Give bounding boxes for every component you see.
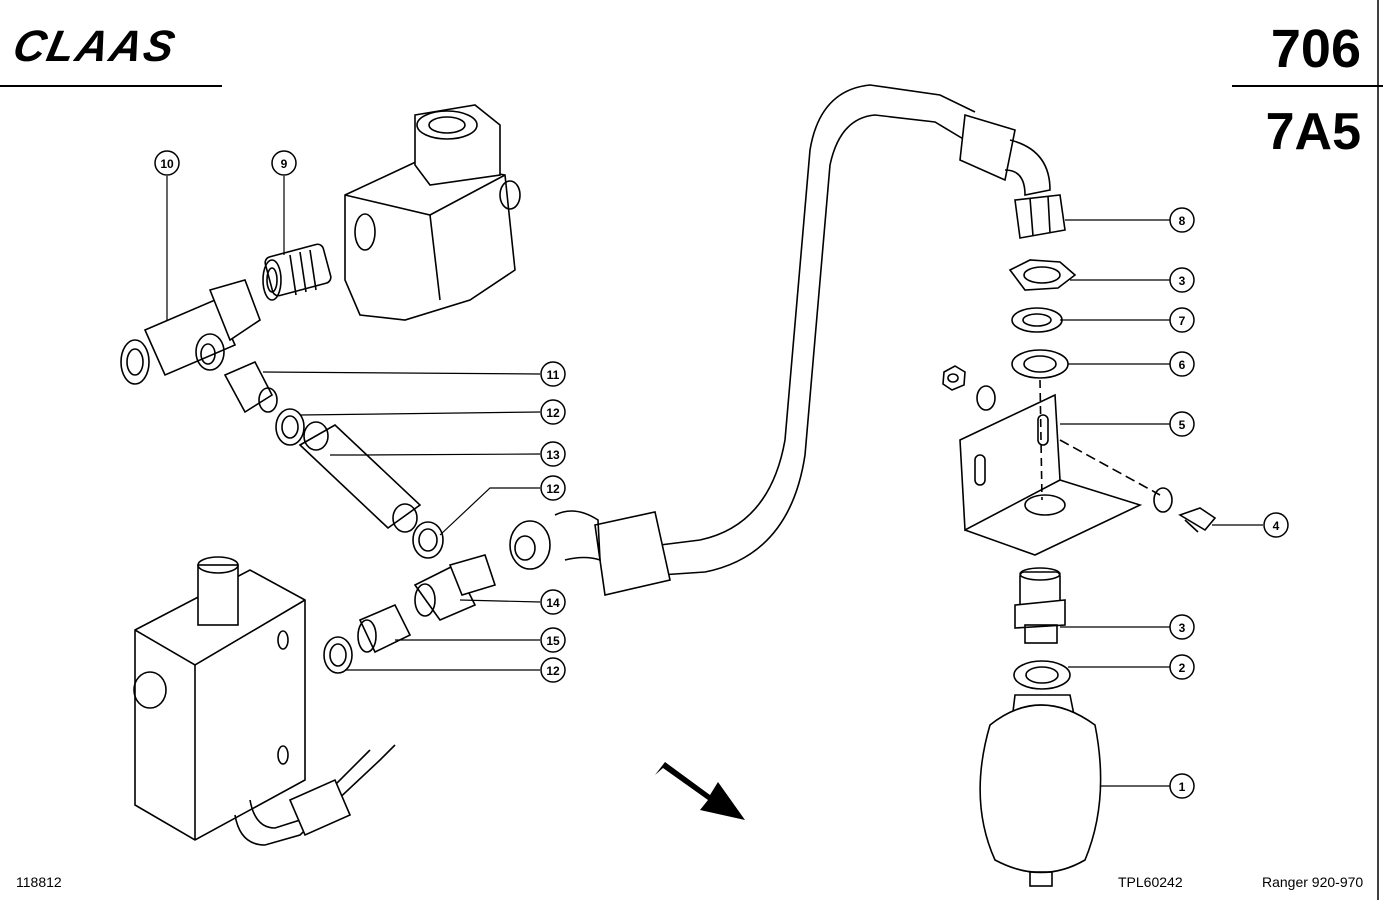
callout-13[interactable]: 13 (540, 441, 566, 467)
callout-label: 13 (546, 448, 560, 462)
fitting-8 (1014, 194, 1066, 239)
callout-label: 15 (546, 634, 560, 648)
brand-logo: CLAAS (8, 22, 181, 71)
callout-label: 12 (546, 482, 560, 496)
direction-arrow-icon (655, 762, 745, 820)
callout-7[interactable]: 7 (1169, 307, 1195, 333)
model-name: Ranger 920-970 (1262, 874, 1364, 890)
bolt-4 (1178, 507, 1217, 533)
callout-label: 6 (1179, 358, 1186, 372)
nipple-9 (262, 243, 332, 301)
nut-3a (1008, 259, 1077, 291)
washer-12b (412, 521, 444, 559)
callout-3a[interactable]: 3 (1169, 267, 1195, 293)
callout-5[interactable]: 5 (1169, 411, 1195, 437)
accumulator-1 (979, 694, 1102, 887)
washer-7 (1011, 307, 1063, 333)
line-art (120, 84, 1217, 887)
washer-2 (1013, 660, 1071, 690)
callout-2[interactable]: 2 (1169, 654, 1195, 680)
callout-14[interactable]: 14 (540, 589, 566, 615)
callout-label: 1 (1179, 780, 1186, 794)
callout-6[interactable]: 6 (1169, 351, 1195, 377)
leader-lines (166, 176, 1263, 787)
tee-10 (120, 279, 261, 385)
callout-label: 5 (1179, 418, 1186, 432)
group-code: 7A5 (1265, 103, 1361, 161)
sleeve-13 (298, 421, 422, 533)
nipple-15 (357, 603, 412, 654)
hose-main (509, 84, 1051, 596)
callout-label: 4 (1273, 519, 1280, 533)
elbow-14 (413, 554, 497, 621)
callout-1[interactable]: 1 (1169, 773, 1195, 799)
callout-9[interactable]: 9 (271, 150, 297, 176)
adapter-11 (223, 360, 278, 414)
washer-12c (323, 636, 353, 674)
callout-10[interactable]: 10 (154, 150, 180, 176)
callout-layer: 10 9 11 12 13 12 14 15 12 8 3 7 6 5 4 3 … (154, 150, 1289, 799)
nipple-3b (1014, 567, 1066, 644)
washer-right (1153, 487, 1173, 513)
callout-label: 12 (546, 664, 560, 678)
callout-3b[interactable]: 3 (1169, 614, 1195, 640)
washer-6 (1011, 349, 1069, 379)
callout-label: 7 (1179, 314, 1186, 328)
page-number: 706 (1270, 19, 1361, 79)
callout-15[interactable]: 15 (540, 627, 566, 653)
callout-12b[interactable]: 12 (540, 475, 566, 501)
callout-11[interactable]: 11 (540, 361, 566, 387)
washer-small (976, 385, 996, 411)
callout-12a[interactable]: 12 (540, 399, 566, 425)
callout-label: 9 (281, 157, 288, 171)
callout-4[interactable]: 4 (1263, 512, 1289, 538)
valve-block-lower (133, 556, 396, 846)
callout-label: 8 (1179, 214, 1186, 228)
callout-label: 2 (1179, 661, 1186, 675)
callout-label: 10 (160, 157, 174, 171)
callout-label: 12 (546, 406, 560, 420)
bracket-5 (959, 379, 1161, 556)
valve-block-upper (344, 104, 521, 321)
callout-8[interactable]: 8 (1169, 207, 1195, 233)
callout-label: 11 (547, 368, 560, 382)
callout-label: 14 (546, 596, 560, 610)
nut-small (942, 365, 966, 391)
callout-label: 3 (1179, 274, 1186, 288)
washer-12a (275, 408, 305, 446)
callout-label: 3 (1179, 621, 1186, 635)
plate-code: TPL60242 (1118, 874, 1183, 890)
drawing-id: 118812 (16, 874, 62, 890)
callout-12c[interactable]: 12 (540, 657, 566, 683)
